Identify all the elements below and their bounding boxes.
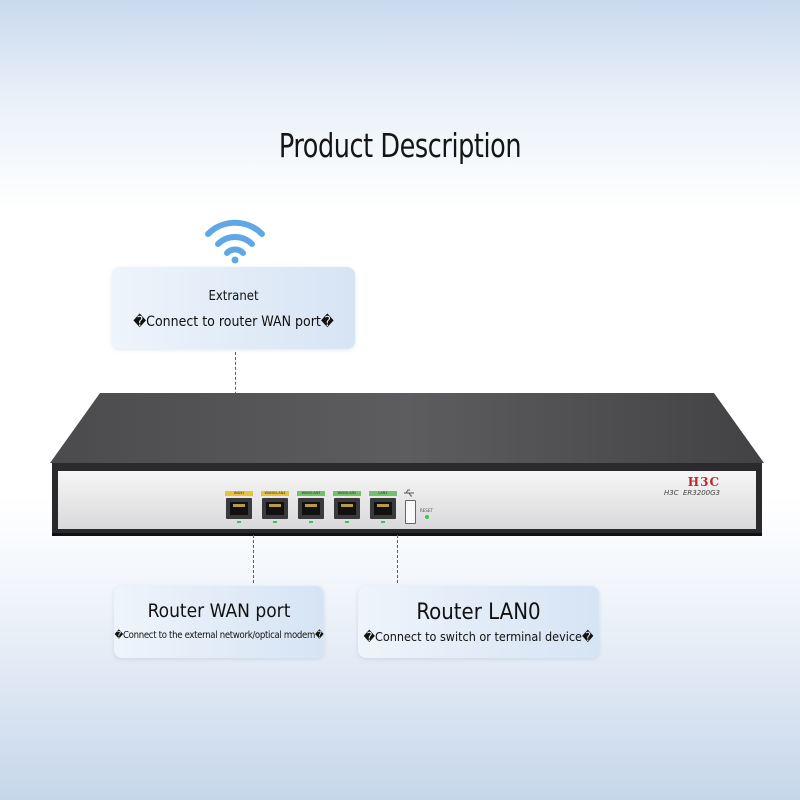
- port-led: [345, 521, 349, 523]
- lan-connector: [397, 535, 398, 583]
- usb-icon: [404, 489, 414, 497]
- extranet-callout: Extranet �Connect to router WAN port�: [112, 267, 355, 349]
- port-row: WAN1 WAN0/LAN4 WAN/LAN3 WAN/LAN2 LAN1: [225, 491, 425, 525]
- rj45-jack: [370, 498, 396, 519]
- extranet-desc: �Connect to router WAN port�: [133, 314, 334, 330]
- ethernet-port-5[interactable]: LAN1: [369, 491, 397, 525]
- port-led: [309, 521, 313, 523]
- router-device: [50, 393, 764, 536]
- port-label: WAN/LAN2: [333, 491, 361, 496]
- ethernet-port-3[interactable]: WAN/LAN3: [297, 491, 325, 525]
- reset-label: RESET: [420, 508, 433, 513]
- wan-desc: �Connect to the external network/optical…: [114, 630, 324, 641]
- port-led: [273, 521, 277, 523]
- usb-port[interactable]: [405, 500, 416, 524]
- port-label: WAN/LAN3: [297, 491, 325, 496]
- lan-callout: Router LAN0 �Connect to switch or termin…: [358, 586, 599, 658]
- lan-desc: �Connect to switch or terminal device�: [363, 629, 594, 644]
- wan-callout: Router WAN port �Connect to the external…: [114, 586, 324, 658]
- ethernet-port-4[interactable]: WAN/LAN2: [333, 491, 361, 525]
- model-label: H3C ER3200G3: [663, 489, 720, 497]
- lan-title: Router LAN0: [416, 600, 541, 625]
- extranet-title: Extranet: [208, 289, 259, 304]
- port-led: [237, 521, 241, 523]
- port-label: LAN1: [369, 491, 397, 496]
- rj45-jack: [262, 498, 288, 519]
- port-label: WAN1: [225, 491, 253, 496]
- port-label: WAN0/LAN4: [261, 491, 289, 496]
- ethernet-port-2[interactable]: WAN0/LAN4: [261, 491, 289, 525]
- wan-connector: [253, 535, 254, 583]
- brand-logo: H3C: [687, 475, 720, 489]
- rj45-jack: [334, 498, 360, 519]
- ethernet-port-1[interactable]: WAN1: [225, 491, 253, 525]
- status-led: [425, 515, 429, 519]
- rj45-jack: [226, 498, 252, 519]
- port-led: [381, 521, 385, 523]
- wifi-icon: [205, 219, 265, 264]
- wan-title: Router WAN port: [147, 600, 291, 622]
- page-title: Product Description: [278, 126, 522, 165]
- rj45-jack: [298, 498, 324, 519]
